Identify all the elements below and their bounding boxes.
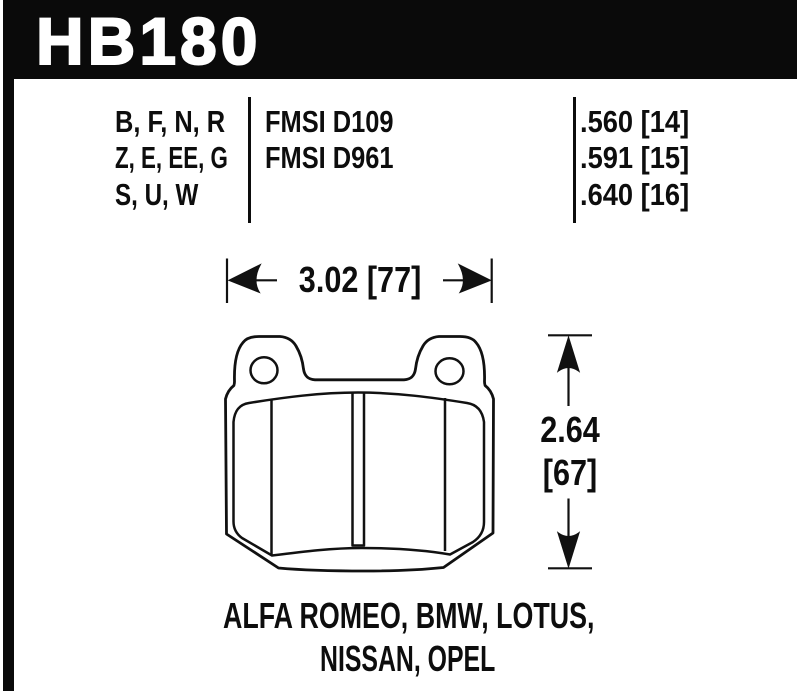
compound-row: B, F, N, R <box>115 103 226 139</box>
friction-outline <box>232 391 486 557</box>
thickness-row: .591 [15] <box>580 140 690 176</box>
fmsi-row: FMSI D109 <box>265 103 394 139</box>
abutment-hole-left <box>249 356 279 385</box>
header-bar <box>3 0 797 79</box>
table-divider-right <box>573 97 576 223</box>
pad-center-slot <box>351 392 366 547</box>
height-dimension-label-inches: 2.64 <box>540 408 600 450</box>
thickness-row: .640 [16] <box>580 176 690 212</box>
thickness-column: .560 [14] .591 [15] .640 [16] <box>580 104 704 214</box>
compound-row: Z, E, EE, G <box>115 140 228 176</box>
width-dimension-label: 3.02 [77] <box>298 259 422 300</box>
width-arrow-right <box>457 263 492 294</box>
compound-row: S, U, W <box>115 176 199 212</box>
height-dimension-label-mm: [67] <box>542 451 598 493</box>
width-arrow-left <box>227 263 262 294</box>
left-border-bar <box>3 0 14 691</box>
fmsi-row: FMSI D961 <box>265 140 394 176</box>
fmsi-column: FMSI D109 FMSI D961 <box>265 104 422 177</box>
table-divider-left <box>248 97 251 223</box>
part-number: HB180 <box>35 4 262 78</box>
applications-line-2: NISSAN, OPEL <box>320 638 496 679</box>
applications-line-1: ALFA ROMEO, BMW, LOTUS, <box>223 595 595 636</box>
abutment-hole-right <box>434 357 465 386</box>
thickness-row: .560 [14] <box>580 103 690 139</box>
pad-outline <box>224 335 495 573</box>
compound-codes-column: B, F, N, R Z, E, EE, G S, U, W <box>115 104 272 214</box>
